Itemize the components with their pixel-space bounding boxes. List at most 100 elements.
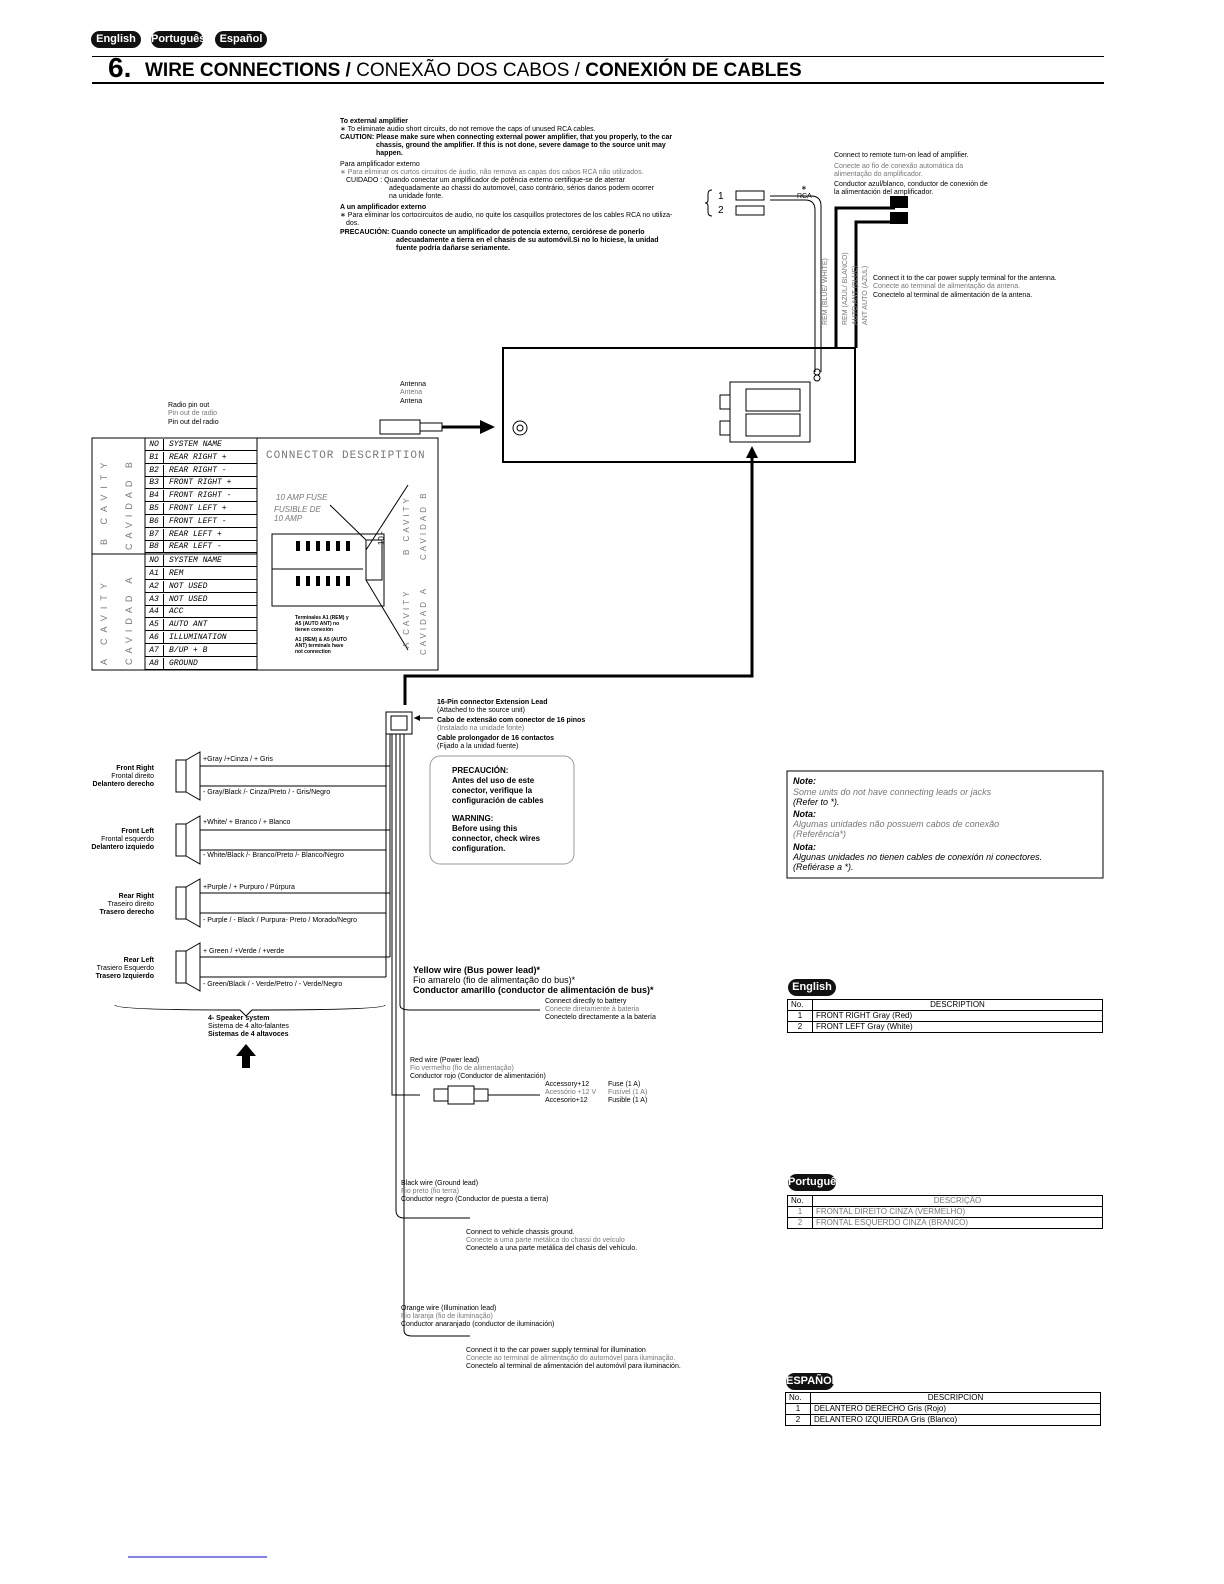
amp-pt-caution3: na unidade fonte. [389, 193, 444, 200]
black-es: Conductor negro (Conductor de puesta a t… [401, 1196, 549, 1203]
connector-title: CONNECTOR DESCRIPTION [266, 450, 426, 462]
fuse-es-label2: 10 AMP [274, 514, 303, 523]
yellow-c-pt: Conecte diretamente à bateria [545, 1006, 640, 1013]
amp-pt-note: ∗ Para eliminar os curtos circuitos de á… [340, 169, 644, 176]
remote-es2: la alimentación del amplificador. [834, 189, 934, 196]
conn-a-cavity: A CAVITY [402, 588, 411, 648]
warning-en-l1: Before using this [452, 824, 518, 833]
pinout-row-no: NO [145, 555, 164, 567]
fuse-es-label: FUSIBLE DE [274, 505, 321, 514]
cavity-b-label: B CAVITY [99, 456, 109, 545]
amp-en-note: ∗ To eliminate audio short circuits, do … [340, 126, 596, 133]
tab-espanol[interactable]: Español [215, 31, 267, 48]
note-es: Algunas unidades no tienen cables de con… [793, 852, 1043, 862]
pinout-row-no: B7 [145, 528, 164, 540]
yellow-c-es: Conectelo directamente a la batería [545, 1014, 656, 1021]
table-pt-row-desc: FRONTAL ESQUERDO CINZA (BRANCO) [812, 1217, 1103, 1229]
table-pt-tag: Português [788, 1174, 842, 1191]
antenna-power-en: Connect it to the car power supply termi… [873, 275, 1057, 282]
table-es-tag: ESPAÑOL [786, 1373, 838, 1390]
speaker-wire-plus: +White/ + Branco / + Blanco [203, 819, 291, 826]
pinout-row-no: A4 [145, 606, 164, 618]
amp-es-note: ∗ Para eliminar los cortocircuitos de au… [340, 212, 673, 219]
conn-cavidad-a: CAVIDAD A [419, 585, 428, 655]
amp-pt-caution2: adequadamente ao chassi do automovel, ca… [389, 185, 654, 192]
ext-pt2: (Instalado na unidade fonte) [437, 725, 525, 732]
red-acc-es: Accesorio+12 [545, 1097, 588, 1104]
speaker-label-es: Delantero derecho [92, 781, 154, 788]
antenna-power-pt: Conecte ao terminal de alimentação da an… [873, 283, 1021, 290]
black-en: Black wire (Ground lead) [401, 1180, 479, 1187]
speaker-system-es: Sistemas de 4 altavoces [208, 1031, 289, 1038]
amp-pt-caution: CUIDADO : Quando conectar um amplificado… [346, 177, 625, 184]
pinout-row-no: B2 [145, 464, 164, 476]
pinout-row-no: A7 [145, 644, 164, 656]
pinout-row-no: B6 [145, 515, 164, 527]
wire-label-auto-ant-blue: AUTO ANT (BLUE) [852, 265, 859, 325]
warning-en-title: WARNING: [452, 814, 494, 823]
amp-es-caution3: fuente podría dañarse seriamente. [396, 245, 510, 252]
section-number: 6. [108, 52, 132, 83]
rca-label: RCA [797, 193, 812, 200]
wire-label-ant-auto-azul: ANT AUTO (AZUL) [862, 265, 869, 325]
remote-pt: Conecte ao fio de conexão automática da [834, 163, 964, 170]
pinout-row-no: A5 [145, 619, 164, 631]
speaker-label-en: Rear Left [123, 957, 154, 964]
red-acc-en: Accessory+12 [545, 1081, 590, 1088]
red-pt: Fio vermelho (fio de alimentação) [410, 1065, 514, 1072]
yellow-es: Conductor amarillo (conductor de aliment… [413, 985, 654, 995]
table-es-row-no: 2 [785, 1414, 811, 1426]
ext-es: Cable prolongador de 16 contactos [437, 735, 555, 742]
speaker-label-en: Front Right [116, 765, 154, 772]
table-es-row-no: 1 [785, 1403, 811, 1415]
conn-cavidad-b: CAVIDAD B [419, 490, 428, 560]
speaker-wire-minus: - Purple / - Black / Purpura- Preto / Mo… [203, 917, 358, 924]
pinout-row-no: B4 [145, 490, 164, 502]
remote-pt2: alimentação do amplificador. [834, 171, 923, 178]
pinout-row-name: FRONT LEFT - [169, 516, 227, 526]
table-en-tag: English [788, 979, 836, 996]
ext-pt: Cabo de extensão com conector de 16 pino… [437, 717, 586, 724]
table-pt-row-desc: FRONTAL DIREITO CINZA (VERMELHO) [812, 1206, 1103, 1218]
cavidad-b-label: CAVIDAD B [124, 457, 134, 550]
pinout-pt: Pin out de radio [168, 410, 218, 417]
note-en-title: Note: [793, 776, 816, 786]
pinout-es: Pin out del radio [168, 419, 219, 426]
red-en: Red wire (Power lead) [410, 1057, 480, 1064]
speaker-wire-minus: - White/Black /- Branco/Preto /- Blanco/… [203, 852, 344, 859]
note-en2: (Refer to *). [793, 797, 840, 807]
red-fuse-en: Fuse (1 A) [608, 1081, 641, 1088]
pinout-en: Radio pin out [168, 402, 210, 409]
pinout-row-no: B5 [145, 503, 164, 514]
red-fuse-pt: Fusível (1 A) [608, 1089, 648, 1096]
speaker-label-es: Delantero izquiedo [91, 844, 154, 851]
red-fuse-es: Fusible (1 A) [608, 1097, 648, 1104]
pinout-row-name: SYSTEM NAME [169, 556, 222, 566]
amp-en-caution3: happen. [376, 150, 403, 157]
speaker-wire-plus: + Green / +Verde / +verde [203, 948, 285, 955]
speaker-label-pt: Frontal direito [111, 773, 154, 780]
warning-es-l3: configuración de cables [452, 796, 544, 805]
speaker-label-en: Front Left [121, 828, 154, 835]
pinout-row-no: A1 [145, 568, 164, 579]
tab-english[interactable]: English [91, 31, 141, 48]
amp-en-title: To external amplifier [340, 118, 408, 125]
speaker-wire-plus: +Purple / + Purpuro / Púrpura [203, 884, 295, 891]
antenna-pt: Antena [400, 389, 423, 396]
note-pt: Algumas unidades não possuem cabos de co… [793, 819, 1000, 829]
amp-en-caution: CAUTION: Please make sure when connectin… [340, 134, 673, 141]
speaker-label-pt: Frontal esquerdo [101, 836, 154, 843]
speaker-label-es: Trasero Izquierdo [95, 973, 154, 980]
note-en: Some units do not have connecting leads … [793, 787, 992, 797]
tab-portugues[interactable]: Português [151, 31, 205, 48]
note-pt-title: Nota: [793, 809, 816, 819]
